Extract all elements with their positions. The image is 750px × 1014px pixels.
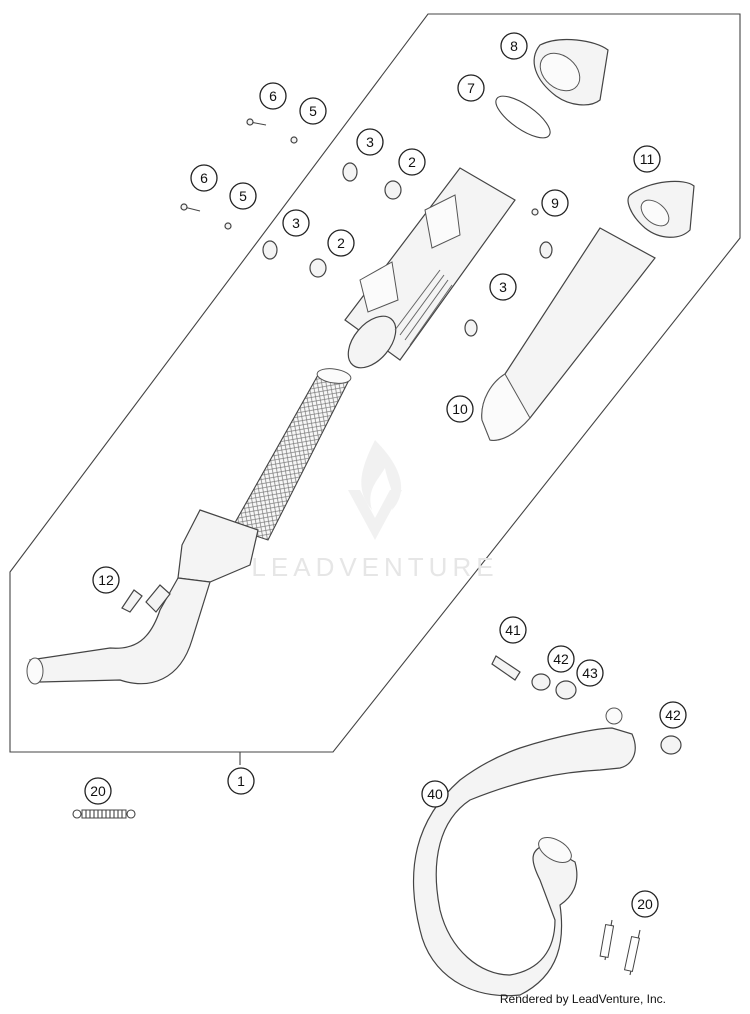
svg-text:1: 1 (237, 773, 245, 789)
link-pipe (29, 577, 211, 685)
grommet-3-a (342, 162, 358, 182)
bolt-6-lower (180, 203, 201, 212)
washer-42-b (660, 735, 682, 755)
callout-42-a: 42 (547, 645, 575, 673)
svg-text:6: 6 (200, 170, 208, 186)
svg-text:20: 20 (637, 896, 653, 912)
grommet-3-b (262, 240, 278, 260)
svg-text:9: 9 (551, 195, 559, 211)
callout-20-right: 20 (631, 890, 659, 918)
svg-text:42: 42 (553, 651, 569, 667)
callout-3-a: 3 (356, 128, 384, 156)
spring-20-right-b (623, 929, 641, 976)
svg-text:3: 3 (499, 279, 507, 295)
spring-20-right-a (599, 919, 615, 961)
screw-9 (531, 208, 539, 216)
callout-20-left: 20 (84, 777, 112, 805)
callout-5-lower: 5 (229, 182, 257, 210)
bushing-2-a (384, 180, 402, 200)
perforated-tube (231, 374, 351, 541)
bushing-43 (555, 680, 577, 700)
svg-text:11: 11 (640, 151, 655, 167)
callout-5-upper: 5 (299, 97, 327, 125)
svg-text:12: 12 (98, 572, 114, 588)
callout-3-c: 3 (489, 273, 517, 301)
callout-7: 7 (457, 74, 485, 102)
svg-text:42: 42 (665, 707, 681, 723)
svg-text:2: 2 (408, 154, 416, 170)
silencer-body (344, 167, 516, 369)
svg-text:8: 8 (510, 38, 518, 54)
gasket-7 (495, 95, 551, 139)
grommet-3-c (539, 241, 553, 259)
svg-text:10: 10 (452, 401, 468, 417)
svg-text:2: 2 (337, 235, 345, 251)
washer-42-a (531, 673, 551, 691)
callout-43: 43 (576, 659, 604, 687)
watermark-text: LEADVENTURE (251, 552, 498, 582)
callout-2-a: 2 (398, 148, 426, 176)
callout-9: 9 (541, 189, 569, 217)
svg-text:5: 5 (309, 103, 317, 119)
spring-20-left (72, 809, 136, 819)
callout-12: 12 (92, 566, 120, 594)
grommet-3-d (464, 319, 478, 337)
bracket-12 (121, 584, 171, 613)
svg-text:6: 6 (269, 88, 277, 104)
assembly-outline (9, 13, 741, 753)
callout-1: 1 (227, 767, 255, 795)
svg-text:40: 40 (427, 786, 443, 802)
svg-text:3: 3 (292, 215, 300, 231)
callout-6-upper: 6 (259, 82, 287, 110)
watermark-logo (348, 440, 402, 540)
bushing-2-b (309, 258, 327, 278)
svg-text:41: 41 (505, 622, 521, 638)
render-credit: Rendered by LeadVenture, Inc. (499, 992, 666, 1006)
washer-5-upper (290, 136, 298, 144)
mount-loop (605, 707, 623, 725)
callout-42-b: 42 (659, 701, 687, 729)
svg-text:43: 43 (582, 665, 598, 681)
callout-11: 11 (633, 145, 661, 173)
callout-40: 40 (421, 780, 449, 808)
callout-8: 8 (500, 32, 528, 60)
header-pipe-40 (412, 727, 636, 997)
bolt-6-upper (246, 118, 267, 126)
callout-6-lower: 6 (190, 164, 218, 192)
bolt-41 (491, 655, 521, 681)
svg-text:3: 3 (366, 134, 374, 150)
callout-41: 41 (499, 616, 527, 644)
callout-10: 10 (446, 395, 474, 423)
washer-5-lower (224, 222, 232, 230)
svg-text:20: 20 (90, 783, 106, 799)
svg-text:5: 5 (239, 188, 247, 204)
callout-3-b: 3 (282, 209, 310, 237)
callout-2-b: 2 (327, 229, 355, 257)
svg-text:7: 7 (467, 80, 475, 96)
